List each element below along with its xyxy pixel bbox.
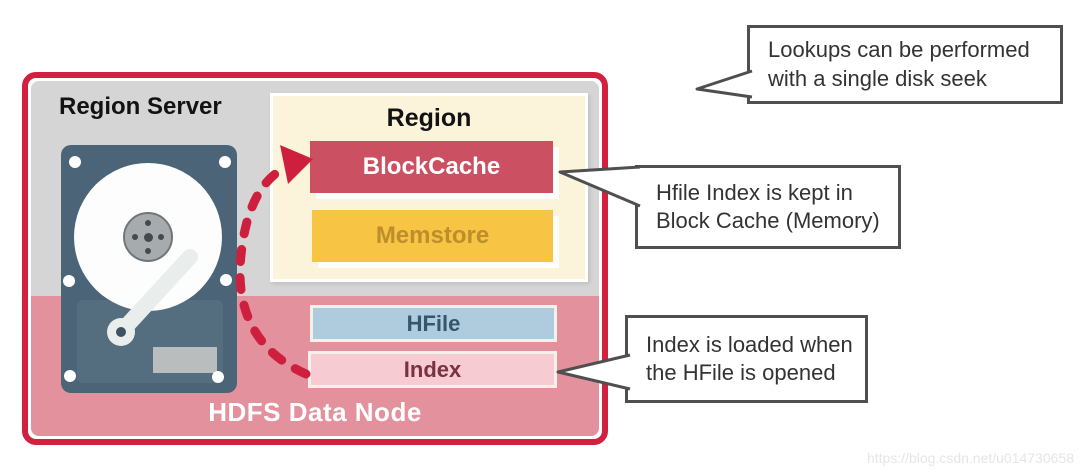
screw-icon <box>220 274 232 286</box>
hub-dot <box>145 220 151 226</box>
hfile-box: HFile <box>310 305 557 342</box>
hub-dot <box>144 233 153 242</box>
blockcache-box: BlockCache <box>310 141 553 193</box>
hard-disk-icon <box>61 145 237 393</box>
callout-line: Hfile Index is kept in <box>656 179 853 205</box>
watermark: https://blog.csdn.net/u014730658 <box>866 450 1074 466</box>
callout-line: Block Cache (Memory) <box>656 208 880 233</box>
memstore-box: Memstore <box>312 210 553 262</box>
hub-dot <box>158 234 164 240</box>
screw-icon <box>63 275 75 287</box>
callout-line: Lookups can be performed <box>768 37 1030 63</box>
hub-dot <box>132 234 138 240</box>
screw-icon <box>212 371 224 383</box>
callout-index-loaded: Index is loaded when the HFile is opened <box>625 315 868 403</box>
hub-dot <box>145 248 151 254</box>
disk-hub <box>123 212 173 262</box>
index-box: Index <box>308 351 557 388</box>
disk-chip <box>153 347 217 373</box>
callout-hfile-index: Hfile Index is kept in Block Cache (Memo… <box>635 165 901 249</box>
region-server-title: Region Server <box>59 93 222 120</box>
callout-line: the HFile is opened <box>646 360 836 385</box>
callout-tail <box>695 69 753 99</box>
callout-line: with a single disk seek <box>768 65 987 91</box>
hdfs-data-node-label: HDFS Data Node <box>208 397 422 427</box>
callout-line: Index is loaded when <box>646 331 853 357</box>
screw-icon <box>219 156 231 168</box>
callout-lookups: Lookups can be performed with a single d… <box>747 25 1063 104</box>
disk-actuator-arm <box>107 249 198 346</box>
region-title: Region <box>386 104 472 132</box>
screw-icon <box>64 370 76 382</box>
screw-icon <box>69 156 81 168</box>
